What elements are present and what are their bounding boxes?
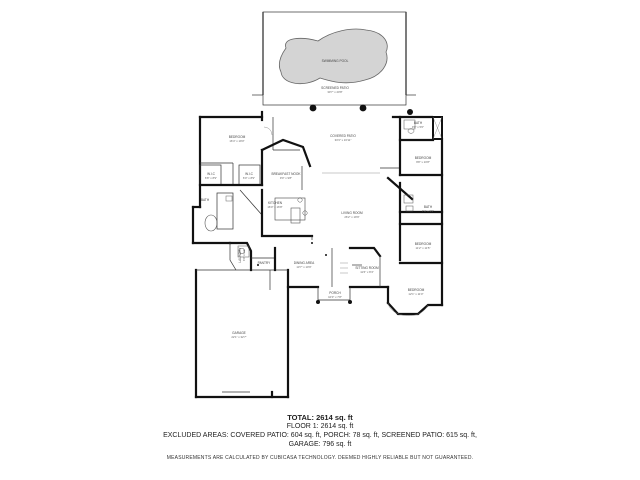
dims-wic-2: 6'0" x 8'9" — [243, 176, 255, 180]
dims-covered-patio: 30'3" x 16'11" — [335, 138, 352, 142]
label-pantry: PANTRY — [258, 261, 272, 265]
label-wic-1: W.I.C — [207, 172, 215, 176]
dims-bedroom-ne: 9'8" x 10'8" — [416, 160, 430, 164]
label-dining-area: DINING AREA — [294, 261, 315, 265]
exterior-walls — [191, 110, 444, 399]
patio-pillars — [309, 104, 413, 115]
room-service-area — [228, 241, 277, 272]
excluded-areas-line1: EXCLUDED AREAS: COVERED PATIO: 604 sq. f… — [163, 432, 477, 439]
label-bedroom-e: BEDROOM — [415, 242, 432, 246]
room-kitchen — [260, 166, 314, 238]
dims-living-room: 26'2" x 19'9" — [344, 215, 359, 219]
room-bedroom-main — [200, 126, 312, 187]
label-bedroom-main: BEDROOM — [229, 135, 246, 139]
swimming-pool-shape — [278, 28, 388, 85]
dims-breakfast-nook: 9'0" x 9'8" — [280, 176, 292, 180]
label-covered-patio: COVERED PATIO — [330, 134, 356, 138]
label-sitting-room: SITTING ROOM — [355, 266, 379, 270]
screened-patio — [252, 11, 416, 106]
label-porch: PORCH — [329, 291, 341, 295]
dims-bedroom-e: 11'2" x 11'5" — [416, 246, 431, 250]
label-laundry: LAUNDRY — [238, 247, 242, 263]
dims-sitting-room: 11'6" x 8'4" — [360, 270, 374, 274]
label-wic-2: W.I.C — [245, 172, 253, 176]
wall-details — [257, 242, 327, 266]
label-kitchen: KITCHEN — [268, 201, 283, 205]
dims-porch: 10'0" x 7'8" — [328, 295, 342, 299]
label-garage: GARAGE — [232, 331, 246, 335]
area-summary: TOTAL: 2614 sq. ft FLOOR 1: 2614 sq. ft … — [0, 413, 640, 463]
dims-bath-ne: 9'8" x 5'0" — [412, 125, 424, 129]
dims-bath-e: 7'4" x 5'5" — [422, 209, 434, 213]
dims-dining-area: 13'7" x 10'9" — [296, 265, 311, 269]
label-bath-w: BATH — [201, 198, 210, 202]
label-breakfast-nook: BREAKFAST NOOK — [272, 172, 302, 176]
label-bath-e: BATH — [424, 205, 433, 209]
total-area: TOTAL: 2614 sq. ft — [287, 413, 353, 422]
floor-plan: SWIMMING POOL SCREENED PATIO 30'7" x 20'… — [191, 11, 444, 399]
label-bath-ne: BATH — [414, 121, 423, 125]
room-porch — [316, 287, 352, 304]
dims-screened-patio: 30'7" x 20'8" — [327, 90, 342, 94]
dims-wic-1: 6'8" x 8'9" — [205, 176, 217, 180]
room-east-wing — [386, 115, 444, 316]
dims-laundry: 6'0" x 6'4" — [242, 249, 246, 261]
room-wic-area — [198, 164, 264, 232]
dims-bedroom-se: 12'1" x 11'0" — [408, 292, 423, 296]
label-bedroom-se: BEDROOM — [408, 288, 425, 292]
label-bedroom-ne: BEDROOM — [415, 156, 432, 160]
dims-garage: 22'1" x 32'7" — [231, 335, 246, 339]
label-screened-patio: SCREENED PATIO — [321, 86, 349, 90]
dims-kitchen: 16'0" x 16'8" — [267, 205, 282, 209]
label-living-room: LIVING ROOM — [341, 211, 363, 215]
disclaimer: MEASUREMENTS ARE CALCULATED BY CUBICASA … — [166, 455, 474, 461]
floor1-area: FLOOR 1: 2614 sq. ft — [286, 423, 354, 430]
dims-bedroom-main: 16'4" x 19'0" — [229, 139, 244, 143]
label-swimming-pool: SWIMMING POOL — [322, 59, 349, 63]
room-living-dining — [311, 236, 382, 287]
excluded-areas-line2: GARAGE: 796 sq. ft — [288, 441, 352, 448]
